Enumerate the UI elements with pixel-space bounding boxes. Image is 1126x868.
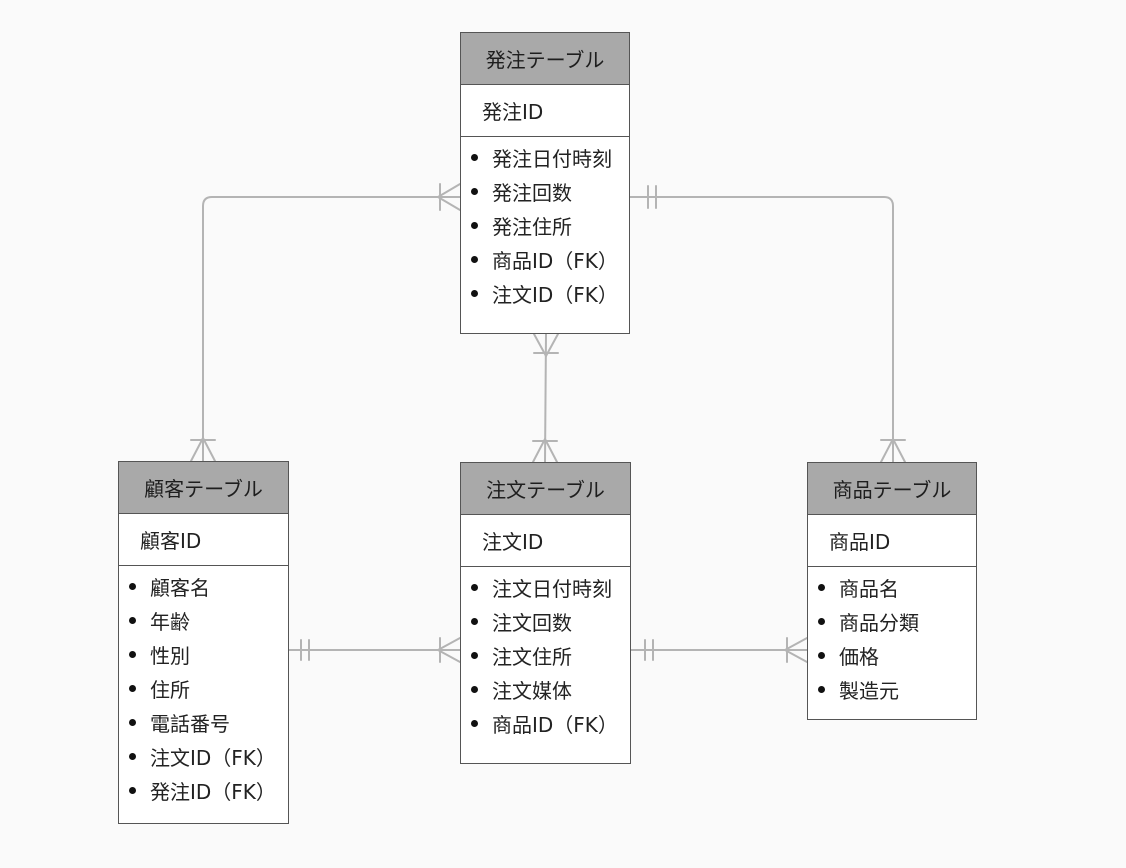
attribute-label: 商品ID（FK） (492, 712, 618, 737)
attribute-label: 注文住所 (492, 644, 572, 669)
attribute-list: 顧客名 年齢 性別 住所 電話番号 注文ID（FK） 発注ID（FK） (119, 566, 288, 807)
primary-key: 注文ID (461, 515, 630, 567)
bullet-icon (818, 583, 825, 591)
attribute-item: 商品ID（FK） (471, 242, 629, 276)
entity-hacchu-table[interactable]: 発注テーブル 発注ID 発注日付時刻 発注回数 発注住所 商品ID（FK） 注文… (460, 32, 630, 334)
bullet-icon (471, 289, 478, 297)
attribute-list: 商品名 商品分類 価格 製造元 (808, 567, 976, 706)
attribute-item: 性別 (129, 637, 288, 671)
bar-one-kokyaku-right (300, 639, 310, 661)
crowfoot-many-shohin-left (784, 637, 808, 663)
crowfoot-many-chumon-left (437, 637, 461, 663)
crowfoot-many-hacchu-bottom (533, 333, 559, 357)
entity-title: 顧客テーブル (119, 462, 288, 514)
bullet-icon (129, 684, 136, 692)
bullet-icon (471, 583, 478, 591)
relationship-kokyaku-hacchu (202, 196, 461, 462)
bullet-icon (129, 752, 136, 760)
entity-chumon-table[interactable]: 注文テーブル 注文ID 注文日付時刻 注文回数 注文住所 注文媒体 商品ID（F… (460, 462, 631, 764)
attribute-item: 発注ID（FK） (129, 773, 288, 807)
bullet-icon (471, 153, 478, 161)
entity-shohin-table[interactable]: 商品テーブル 商品ID 商品名 商品分類 価格 製造元 (807, 462, 977, 720)
attribute-label: 注文回数 (492, 610, 572, 635)
bullet-icon (471, 187, 478, 195)
attribute-item: 年齢 (129, 603, 288, 637)
attribute-item: 注文回数 (471, 604, 630, 638)
bullet-icon (129, 786, 136, 794)
bullet-icon (818, 685, 825, 693)
attribute-item: 住所 (129, 671, 288, 705)
crowfoot-many-hacchu-left (437, 183, 461, 211)
bullet-icon (471, 719, 478, 727)
attribute-label: 商品ID（FK） (492, 248, 618, 273)
bar-one-chumon-right (644, 639, 654, 661)
attribute-item: 注文ID（FK） (471, 276, 629, 310)
bullet-icon (818, 651, 825, 659)
attribute-item: 発注回数 (471, 174, 629, 208)
relationship-hacchu-shohin (629, 196, 894, 463)
attribute-label: 注文日付時刻 (492, 576, 612, 601)
bullet-icon (818, 617, 825, 625)
bullet-icon (471, 651, 478, 659)
crowfoot-many-chumon-top (532, 438, 558, 463)
primary-key: 発注ID (461, 85, 629, 137)
attribute-label: 価格 (839, 644, 879, 669)
attribute-label: 注文ID（FK） (492, 282, 618, 307)
entity-title: 商品テーブル (808, 463, 976, 515)
attribute-label: 発注日付時刻 (492, 146, 612, 171)
entity-title: 発注テーブル (461, 33, 629, 85)
attribute-label: 発注ID（FK） (150, 779, 276, 804)
attribute-item: 商品ID（FK） (471, 706, 630, 740)
attribute-item: 価格 (818, 638, 976, 672)
bar-one-hacchu-right (647, 185, 657, 209)
attribute-label: 注文媒体 (492, 678, 572, 703)
attribute-label: 注文ID（FK） (150, 745, 276, 770)
bullet-icon (471, 221, 478, 229)
bullet-icon (471, 255, 478, 263)
attribute-label: 発注住所 (492, 214, 572, 239)
entity-kokyaku-table[interactable]: 顧客テーブル 顧客ID 顧客名 年齢 性別 住所 電話番号 注文ID（FK） 発… (118, 461, 289, 824)
bullet-icon (129, 650, 136, 658)
attribute-label: 製造元 (839, 678, 899, 703)
bullet-icon (129, 616, 136, 624)
bullet-icon (129, 718, 136, 726)
attribute-item: 商品分類 (818, 604, 976, 638)
bullet-icon (471, 685, 478, 693)
attribute-item: 商品名 (818, 570, 976, 604)
bullet-icon (471, 617, 478, 625)
attribute-list: 注文日付時刻 注文回数 注文住所 注文媒体 商品ID（FK） (461, 567, 630, 740)
bullet-icon (129, 582, 136, 590)
attribute-item: 注文住所 (471, 638, 630, 672)
primary-key: 顧客ID (119, 514, 288, 566)
attribute-item: 電話番号 (129, 705, 288, 739)
crowfoot-many-kokyaku-top (190, 437, 216, 462)
attribute-item: 注文ID（FK） (129, 739, 288, 773)
attribute-item: 注文媒体 (471, 672, 630, 706)
crowfoot-many-shohin-top (880, 438, 906, 463)
attribute-list: 発注日付時刻 発注回数 発注住所 商品ID（FK） 注文ID（FK） (461, 137, 629, 310)
attribute-item: 発注住所 (471, 208, 629, 242)
attribute-label: 年齢 (150, 609, 190, 634)
attribute-label: 商品分類 (839, 610, 919, 635)
entity-title: 注文テーブル (461, 463, 630, 515)
primary-key: 商品ID (808, 515, 976, 567)
attribute-label: 電話番号 (150, 711, 230, 736)
attribute-item: 注文日付時刻 (471, 570, 630, 604)
attribute-label: 商品名 (839, 576, 899, 601)
attribute-item: 発注日付時刻 (471, 140, 629, 174)
attribute-label: 顧客名 (150, 575, 210, 600)
attribute-item: 顧客名 (129, 569, 288, 603)
attribute-label: 性別 (150, 643, 190, 668)
attribute-label: 住所 (150, 677, 190, 702)
attribute-label: 発注回数 (492, 180, 572, 205)
attribute-item: 製造元 (818, 672, 976, 706)
